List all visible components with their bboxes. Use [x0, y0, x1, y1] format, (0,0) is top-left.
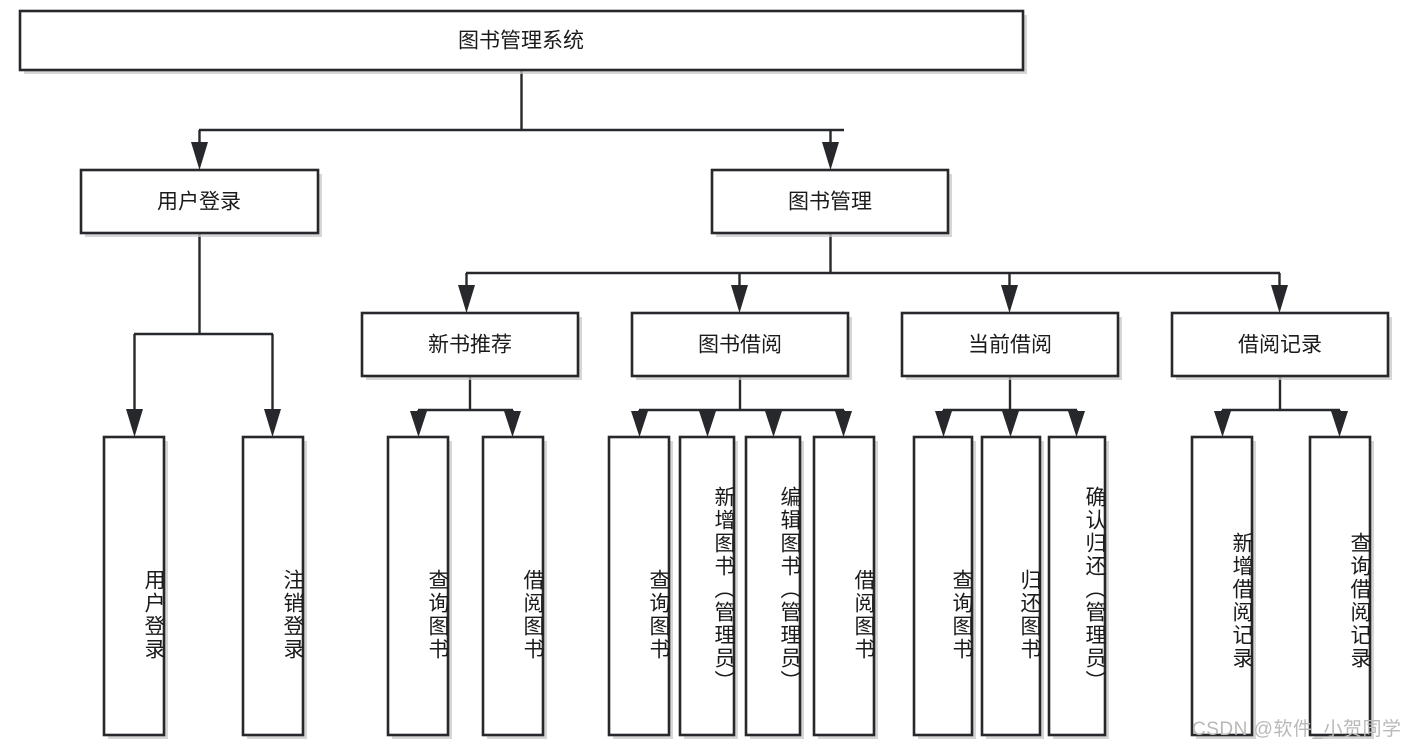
edge-group-new-book-recommend	[410, 376, 521, 437]
arrow-book-manage	[822, 142, 839, 170]
edge-group-book-manage	[458, 233, 1288, 313]
leaf-query-book-borrow-box[interactable]	[607, 435, 671, 737]
arrow-book-borrow	[731, 285, 748, 313]
leaf-edit-book-admin-box[interactable]	[744, 435, 802, 737]
arrow-leaf-add-book-admin	[699, 411, 716, 437]
root-label: 图书管理系统	[458, 30, 584, 53]
leaf-query-book-current-box[interactable]	[912, 435, 974, 737]
current-borrow-label: 当前借阅	[968, 334, 1052, 357]
arrow-leaf-query-book-borrow	[631, 411, 648, 437]
arrow-leaf-query-book-rec	[410, 411, 427, 437]
arrow-current-borrow	[1001, 285, 1018, 313]
book-manage-label: 图书管理	[788, 191, 872, 214]
arrow-user-login	[191, 142, 208, 170]
arrow-leaf-query-borrow-record	[1331, 411, 1348, 437]
leaf-confirm-return-admin-box[interactable]	[1047, 435, 1107, 737]
leaf-add-borrow-record-box[interactable]	[1190, 435, 1254, 737]
leaf-user-login-box[interactable]	[102, 435, 166, 737]
edge-group-current-borrow	[935, 376, 1085, 437]
arrow-leaf-confirm-return-admin	[1068, 411, 1085, 437]
new-book-recommend-box	[360, 311, 580, 378]
arrow-leaf-return-book	[1002, 411, 1019, 437]
leaf-borrow-book-rec-box[interactable]	[481, 435, 545, 737]
arrow-leaf-user-login	[126, 409, 143, 437]
leaf-logout-box[interactable]	[241, 435, 305, 737]
edge-group-borrow-record	[1214, 376, 1348, 437]
arrow-leaf-edit-book-admin	[765, 411, 782, 437]
leaf-query-borrow-record-box[interactable]	[1308, 435, 1372, 737]
leaf-return-book-box[interactable]	[980, 435, 1042, 737]
csdn-watermark: CSDN @软件_小贺同学	[1192, 719, 1402, 740]
root-box	[18, 9, 1025, 72]
edge-group-user-login	[126, 233, 281, 437]
arrow-leaf-borrow-book-rec	[504, 411, 521, 437]
arrow-leaf-add-borrow-record	[1214, 411, 1231, 437]
arrow-leaf-logout	[264, 409, 281, 437]
leaf-borrow-book-box[interactable]	[812, 435, 876, 737]
book-borrow-label: 图书借阅	[698, 334, 782, 357]
node-user-login[interactable]: 用户登录	[79, 168, 322, 237]
leaf-query-book-rec-box[interactable]	[386, 435, 450, 737]
edge-group-root	[191, 70, 844, 170]
node-current-borrow[interactable]: 当前借阅	[900, 311, 1122, 380]
node-book-borrow[interactable]: 图书借阅	[630, 311, 852, 380]
node-book-manage[interactable]: 图书管理	[710, 168, 952, 237]
user-login-label: 用户登录	[157, 191, 241, 214]
leaf-add-book-admin-box[interactable]	[678, 435, 736, 737]
node-new-book-recommend[interactable]: 新书推荐	[360, 311, 582, 380]
arrow-leaf-borrow-book	[835, 411, 852, 437]
borrow-record-box	[1170, 311, 1390, 378]
book-manage-box	[710, 168, 950, 235]
arrow-leaf-query-book-current	[935, 411, 952, 437]
new-book-recommend-label: 新书推荐	[428, 334, 512, 357]
arrow-new-book-recommend	[458, 285, 475, 313]
node-borrow-record[interactable]: 借阅记录	[1170, 311, 1392, 380]
edge-group-book-borrow	[631, 376, 852, 437]
user-login-box	[79, 168, 320, 235]
current-borrow-box	[900, 311, 1120, 378]
node-root[interactable]: 图书管理系统	[18, 9, 1027, 74]
book-borrow-box	[630, 311, 850, 378]
leaf-boxes	[102, 435, 1374, 739]
arrow-borrow-record	[1271, 285, 1288, 313]
borrow-record-label: 借阅记录	[1238, 334, 1322, 357]
